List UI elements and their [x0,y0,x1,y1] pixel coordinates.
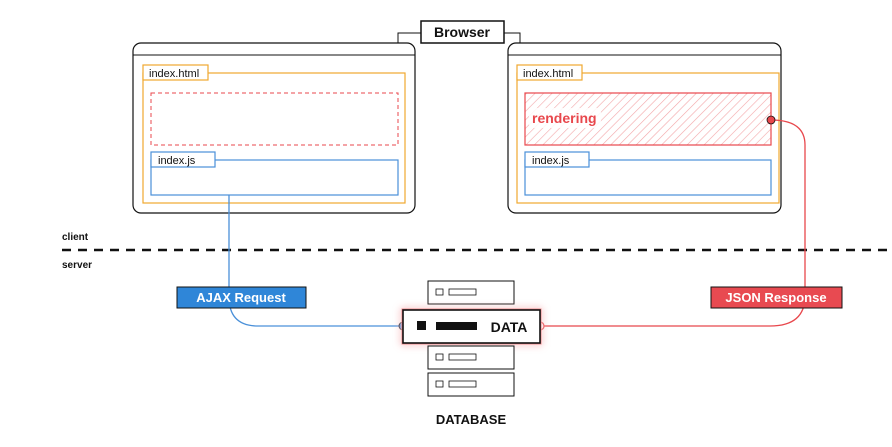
db-unit-3-slot [448,380,477,388]
browser-title-box [420,20,505,44]
client-server-divider: client server [62,232,892,271]
browser-label-group: Browser [397,20,521,44]
ajax-request-label: AJAX Request [196,290,286,305]
index-html-tab-left [142,64,209,81]
db-data-label: DATA [491,319,528,335]
index-js-tab-left-label: index.js [158,155,196,167]
db-unit-1-indicator [435,288,444,296]
ajax-request-flow: AJAX Request [176,195,408,331]
index-html-tab-right [516,64,583,81]
browser-window-right: index.html rendering index.js [507,42,782,214]
client-zone-label: client [62,232,89,243]
db-data-bar [436,322,477,330]
db-server-unit-2 [427,345,515,370]
json-response-badge [710,286,843,309]
index-html-frame-left [142,72,406,204]
database-caption: DATABASE [436,412,507,427]
index-js-frame-right [524,159,772,196]
browser-bracket-connector [397,32,521,43]
db-unit-2-indicator [435,353,444,361]
index-js-tab-right [524,151,590,168]
server-zone-label: server [62,260,92,271]
db-server-unit-1 [427,280,515,305]
browser-window-left: index.html index.js [132,42,416,214]
db-unit-1-slot [448,288,477,296]
index-html-tab-left-label: index.html [149,68,199,80]
json-response-flow: JSON Response [535,115,843,331]
rendering-label-bg [529,108,601,128]
browser-window-left-frame [132,42,416,214]
index-html-tab-right-label: index.html [523,68,573,80]
database-stack: DATA DATABASE [401,280,542,427]
empty-content-placeholder [150,92,399,146]
ajax-request-badge [176,286,307,309]
json-response-label: JSON Response [725,290,826,305]
db-server-unit-3 [427,372,515,397]
index-js-tab-right-label: index.js [532,155,570,167]
db-unit-3-indicator [435,380,444,388]
index-html-frame-right [516,72,780,204]
index-js-tab-left [150,151,216,168]
browser-title: Browser [434,24,491,40]
db-unit-2-slot [448,353,477,361]
rendering-label: rendering [532,110,597,126]
db-data-indicator [417,321,426,330]
json-response-end-dot [766,115,776,125]
index-js-frame-left [150,159,399,196]
